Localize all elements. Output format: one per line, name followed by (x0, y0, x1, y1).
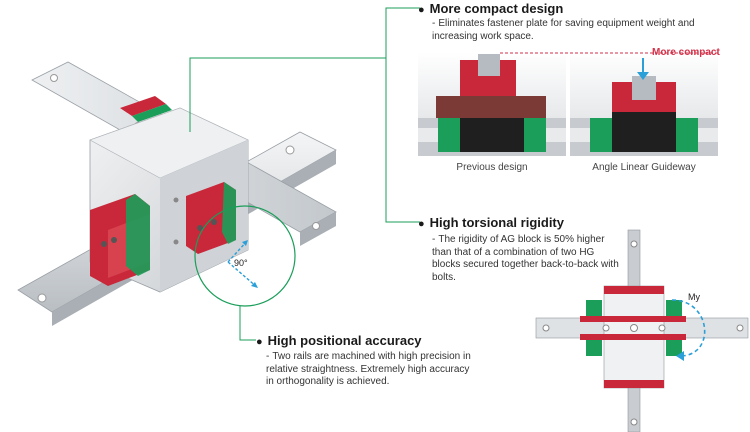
angle-label: 90° (234, 258, 248, 268)
angle-arrows (227, 239, 259, 289)
feature-compact-title-text: More compact design (429, 1, 564, 16)
more-compact-label: More compact (652, 47, 720, 58)
leader-lines (189, 7, 420, 341)
feature-torsional-title-text: High torsional rigidity (429, 215, 564, 230)
focus-circle (194, 205, 296, 307)
feature-compact-desc-text: Eliminates fastener plate for saving equ… (432, 18, 695, 42)
feature-torsional-title: ● High torsional rigidity (418, 215, 564, 230)
angle-block (89, 96, 249, 293)
angle-guideway-caption: Angle Linear Guideway (592, 162, 696, 173)
bullet-icon: ● (418, 218, 425, 230)
feature-accuracy-title: ● High positional accuracy (256, 333, 422, 348)
previous-design-image (418, 52, 566, 156)
bullet-icon: ● (418, 4, 425, 16)
torsion-diagram (535, 229, 749, 432)
moment-label: My (688, 292, 700, 302)
feature-torsional-desc: -The rigidity of AG block is 50% higher … (432, 234, 619, 283)
feature-torsional-desc-text: The rigidity of AG block is 50% higher t… (432, 234, 619, 283)
bullet-icon: ● (256, 336, 263, 348)
feature-compact-desc: -Eliminates fastener plate for saving eq… (432, 18, 695, 42)
feature-accuracy-desc: -Two rails are machined with high precis… (266, 351, 471, 387)
feature-accuracy-desc-text: Two rails are machined with high precisi… (266, 351, 471, 387)
previous-design-caption: Previous design (456, 162, 528, 173)
feature-accuracy-title-text: High positional accuracy (267, 333, 422, 348)
feature-compact-title: ● More compact design (418, 1, 563, 16)
